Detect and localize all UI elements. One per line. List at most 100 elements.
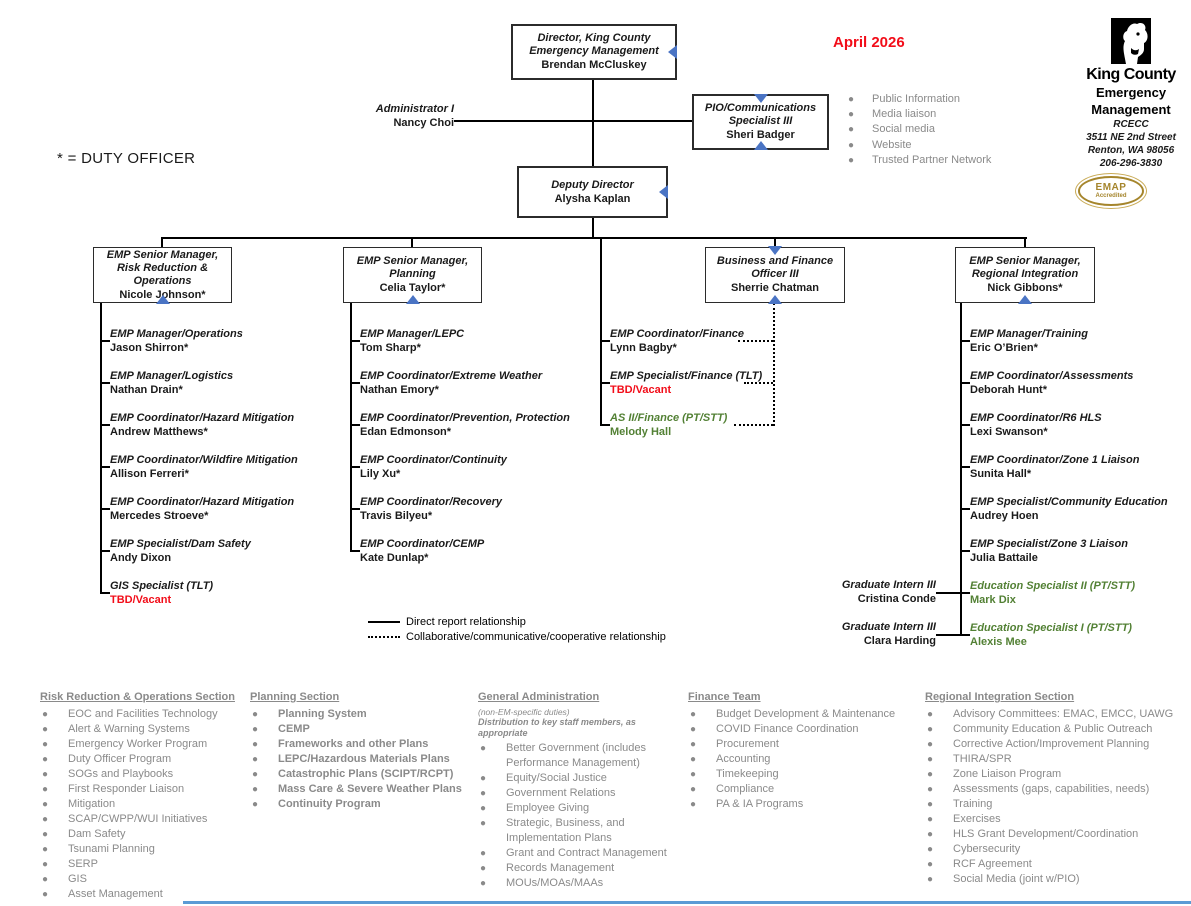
staff-entry: AS II/Finance (PT/STT) Melody Hall — [602, 411, 864, 453]
footer-item: ●EOC and Facilities Technology — [42, 708, 218, 720]
bullet-icon: ● — [690, 739, 697, 750]
bullet-icon: ● — [480, 878, 487, 889]
bullet-icon: ● — [42, 799, 49, 810]
bullet-icon: ● — [252, 754, 259, 765]
footer-item: ●COVID Finance Coordination — [690, 723, 859, 735]
bullet-icon: ● — [927, 724, 934, 735]
intern-entry-1: Graduate Intern III Cristina Conde — [816, 578, 936, 606]
logo-facility: RCECC — [1113, 119, 1149, 130]
footer-item: ●Cybersecurity — [927, 843, 1021, 855]
footer-item: ●Procurement — [690, 738, 779, 750]
intern-title: Graduate Intern III — [841, 621, 936, 633]
bullet-icon: ● — [927, 859, 934, 870]
drop-finance-box — [774, 237, 776, 247]
bullet-icon: ● — [480, 803, 487, 814]
bullet-icon: ● — [42, 829, 49, 840]
box-deputy-name: Alysha Kaplan — [554, 192, 631, 205]
legend-solid-line — [368, 621, 400, 623]
bullet-icon: ● — [848, 94, 855, 105]
footer-item: ●Catastrophic Plans (SCIPT/RCPT) — [252, 768, 454, 780]
pio-duty-item: ●Trusted Partner Network — [848, 153, 1078, 168]
footer-item: ●LEPC/Hazardous Materials Plans — [252, 753, 450, 765]
staff-entry: Education Specialist I (PT/STT) Alexis M… — [962, 621, 1191, 663]
bullet-icon: ● — [42, 874, 49, 885]
logo-phone: 206-296-3830 — [1099, 158, 1163, 169]
footer-heading: Risk Reduction & Operations Section — [40, 691, 235, 703]
box-deputy: Deputy Director Alysha Kaplan — [517, 166, 668, 218]
box-name: Sherrie Chatman — [730, 282, 820, 294]
footer-item: ●GIS — [42, 873, 87, 885]
footer-heading: General Administration — [478, 691, 600, 703]
legend-dotted-label: Collaborative/communicative/cooperative … — [406, 631, 666, 643]
connector-marker-icon — [659, 185, 668, 199]
legend-solid-label: Direct report relationship — [406, 616, 526, 628]
connector-marker-icon — [768, 295, 782, 304]
box-name: Nicole Johnson* — [119, 288, 206, 301]
bullet-icon: ● — [690, 724, 697, 735]
bullet-icon: ● — [927, 709, 934, 720]
staff-entry: EMP Specialist/Dam Safety Andy Dixon — [102, 537, 364, 579]
connector-intern-1 — [936, 592, 962, 594]
pio-duty-item: ●Social media — [848, 122, 1078, 137]
bullet-icon: ● — [480, 788, 487, 799]
footer-item: ●MOUs/MOAs/MAAs — [480, 877, 604, 889]
bullet-icon: ● — [42, 709, 49, 720]
footer-section-general-admin: General Administration (non-EM-specific … — [478, 690, 678, 891]
footer-item: ●PA & IA Programs — [690, 798, 804, 810]
connector-marker-icon — [405, 295, 420, 304]
staff-entry: EMP Manager/Training Eric O’Brien* — [962, 327, 1191, 369]
box-title: Business and Finance Officer III — [716, 255, 834, 280]
connector-intern-2 — [936, 634, 962, 636]
bullet-icon: ● — [927, 784, 934, 795]
staff-entry: EMP Coordinator/Prevention, Protection E… — [352, 411, 614, 453]
box-deputy-title: Deputy Director — [551, 178, 634, 191]
staff-entry: EMP Coordinator/Wildfire Mitigation Alli… — [102, 453, 364, 495]
footer-item: ●Records Management — [480, 862, 615, 874]
bullet-icon: ● — [927, 754, 934, 765]
box-director: Director, King County Emergency Manageme… — [511, 24, 677, 80]
staff-entry: EMP Coordinator/Continuity Lily Xu* — [352, 453, 614, 495]
footer-item: ●Compliance — [690, 783, 775, 795]
bullet-icon: ● — [252, 709, 259, 720]
connector-marker-icon — [668, 45, 677, 59]
dotted-tick-finance-2 — [744, 382, 773, 384]
connector-director-deputy — [592, 80, 594, 166]
bottom-accent-bar — [183, 901, 1191, 904]
staff-column-finance: EMP Coordinator/Finance Lynn Bagby* EMP … — [602, 327, 864, 453]
footer-item: ●THIRA/SPR — [927, 753, 1012, 765]
footer-list: ●EOC and Facilities Technology●Alert & W… — [40, 707, 245, 902]
footer-item: ●Community Education & Public Outreach — [927, 723, 1153, 735]
footer-item: ●Better Government (includes Performance… — [480, 742, 647, 769]
footer-section-finance-team: Finance Team ●Budget Development & Maint… — [688, 690, 916, 812]
bullet-icon: ● — [927, 739, 934, 750]
connector-marker-icon — [155, 295, 170, 304]
footer-section-regional-integration: Regional Integration Section ●Advisory C… — [925, 690, 1191, 887]
bullet-icon: ● — [42, 739, 49, 750]
bullet-icon: ● — [42, 724, 49, 735]
logo-county-name: King County — [1086, 66, 1176, 83]
pio-duty-item: ●Website — [848, 138, 1078, 153]
drop-planning — [411, 237, 413, 247]
pio-duties-list: ●Public Information ●Media liaison ●Soci… — [848, 92, 1078, 168]
footer-item: ●Assessments (gaps, capabilities, needs) — [927, 783, 1150, 795]
bullet-icon: ● — [252, 739, 259, 750]
bullet-icon: ● — [690, 709, 697, 720]
box-administrator: Administrator I Nancy Choi — [320, 102, 454, 130]
drop-regional — [1024, 237, 1026, 247]
bullet-icon: ● — [480, 773, 487, 784]
staff-entry: EMP Coordinator/Assessments Deborah Hunt… — [962, 369, 1191, 411]
bullet-icon: ● — [690, 799, 697, 810]
logo-dept-line1: Emergency — [1095, 85, 1167, 100]
staff-entry: EMP Coordinator/Hazard Mitigation Merced… — [102, 495, 364, 537]
staff-column-planning: EMP Manager/LEPC Tom Sharp* EMP Coordina… — [352, 327, 614, 579]
footer-item: ●Exercises — [927, 813, 1001, 825]
pio-duty-item: ●Public Information — [848, 92, 1078, 107]
footer-item: ●Mass Care & Severe Weather Plans — [252, 783, 462, 795]
staff-entry: GIS Specialist (TLT) TBD/Vacant — [102, 579, 364, 621]
bullet-icon: ● — [42, 754, 49, 765]
box-title: EMP Senior Manager, Planning — [356, 255, 469, 280]
footer-item: ●Employee Giving — [480, 802, 590, 814]
staff-entry: EMP Coordinator/Recovery Travis Bilyeu* — [352, 495, 614, 537]
footer-list: ●Planning System●CEMP●Frameworks and oth… — [250, 707, 468, 812]
box-director-title: Director, King County Emergency Manageme… — [529, 32, 659, 57]
